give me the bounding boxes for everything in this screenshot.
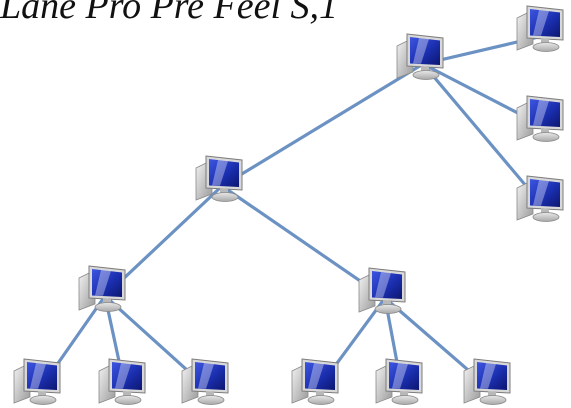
computer-monitor-icon-n-mid: [195, 155, 243, 202]
network-link-n-top-to-n-mid: [220, 62, 425, 188]
network-link-n-top-to-n-top-c3: [421, 62, 545, 208]
computer-monitor-icon-n-left-c1: [13, 358, 61, 405]
computer-monitor-icon-n-right: [358, 267, 406, 314]
computer-monitor-icon-n-right-c3: [463, 358, 511, 405]
computer-monitor-icon-n-right-c1: [291, 358, 339, 405]
top-cropped-text: Lane Pro Pre Feel S,1: [0, 0, 339, 27]
network-link-n-mid-to-n-right: [220, 184, 387, 300]
computer-monitor-icon-n-left-c3: [181, 358, 229, 405]
computer-monitor-icon-n-top-c2: [516, 95, 564, 142]
computer-monitor-icon-n-right-c2: [375, 358, 423, 405]
computer-monitor-icon-n-left: [78, 265, 126, 312]
computer-monitor-icon-n-top: [396, 33, 444, 80]
computer-monitor-icon-n-top-c1: [516, 5, 564, 52]
computer-monitor-icon-n-left-c2: [98, 358, 146, 405]
